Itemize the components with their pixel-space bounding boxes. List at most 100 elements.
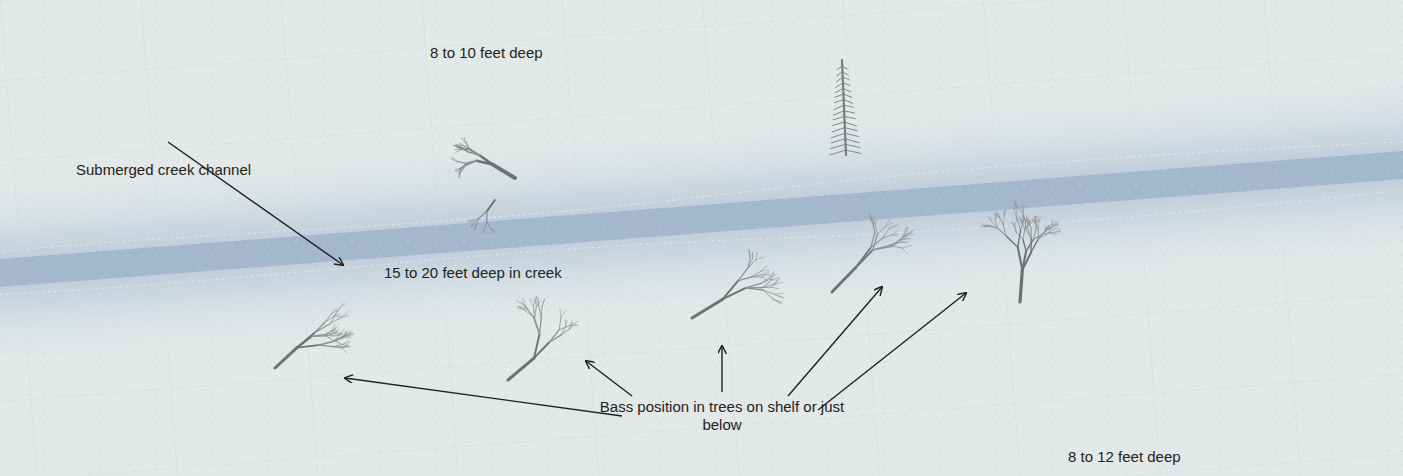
tree-branch [1015,220,1017,225]
tree-branch [846,150,862,154]
tree-branch [904,228,909,237]
tree-branch [746,283,761,288]
tree-branch [1019,217,1023,221]
tree-branch [902,245,911,248]
tree-branch [834,105,844,110]
tree-branch [833,116,844,119]
tree-branch [723,281,738,299]
tree-branch [457,161,466,163]
tree-branch [752,275,763,277]
tree-branch [1028,221,1030,224]
tree-branch [1014,226,1016,232]
tree-branch [982,225,988,227]
tree-branch [845,144,860,147]
tree-branch [343,340,349,344]
tree-branch [772,287,779,289]
tree-branch [892,236,903,246]
tree-branch [748,260,756,268]
tree-branch [1023,215,1025,221]
tree-branch [456,150,461,153]
tree-branch [723,288,746,299]
tree-branch [1022,205,1024,211]
tree-branch [452,157,457,161]
tree-branch [337,304,345,311]
tree-branch [1016,232,1023,239]
tree-branch [475,225,476,229]
tree-branch [464,138,466,143]
tree-branch [900,242,908,243]
tree-branch [459,172,461,178]
tree-branch [871,216,873,223]
tree-branch [1028,219,1030,224]
tree-branch [988,216,992,221]
tree-branch [332,332,338,334]
tree-branch [1020,270,1022,302]
tree-branch [833,122,845,126]
tree-branch [775,293,783,294]
tree-branch [343,343,349,346]
tree-branch [996,212,999,217]
tree-branch [886,220,890,226]
tree-branch [275,348,297,368]
leader-arrow [586,361,632,396]
tree-branch [560,308,561,317]
tree-branch [833,111,844,115]
tree-branch [746,288,763,290]
tree-branch [493,165,515,178]
tree-branch [1029,224,1031,230]
tree-branch [883,235,892,238]
tree-branch [845,139,859,143]
tree-branch [1011,223,1014,226]
tree-branch [559,325,570,329]
tree-branch [1039,216,1042,221]
tree-branch [845,122,857,126]
tree-branch [1048,226,1052,233]
tree-branch [1006,236,1018,247]
tree-branch [843,88,851,92]
tree-branch [1028,228,1031,238]
tree-branch [1031,230,1032,239]
tree-branch [871,238,883,248]
leader-arrow [721,346,722,392]
tree-branch [875,218,877,225]
tree-branch [901,239,911,240]
depth-label: 15 to 20 feet deep in creek [384,264,562,282]
tree-branch [756,252,758,260]
tree-branch [835,94,844,97]
tree-branch [460,148,468,152]
tree-branch [832,268,856,292]
tree-branch [836,77,842,82]
tree-branch [479,211,487,218]
tree-branch [1023,216,1025,221]
tree-branch [836,83,843,88]
tree-branch [1014,209,1016,217]
tree-branch [1014,204,1016,210]
tree-branch [761,266,767,271]
tree-branch [476,219,478,225]
tree-branch [1028,221,1030,224]
tree-branch [749,249,751,257]
tree-branch [561,310,566,316]
feature-label: Submerged creek channel [76,161,251,179]
tree-branch [466,161,476,165]
tree-branch [834,100,843,103]
tree-branch [326,336,335,341]
tree-branch [534,317,540,334]
tree-branch [343,342,351,345]
tree-branch [343,344,350,346]
tree-branch [997,227,1006,236]
tree-branch [1030,224,1032,229]
tree-branch [468,220,472,222]
tree-branch [762,273,769,277]
tree-branch [325,330,333,334]
tree-branch [333,344,343,346]
tree-branch [869,212,872,221]
tree-branch [762,271,769,275]
tree-branch [312,335,326,337]
tree-branch [297,336,312,347]
tree-branch [482,229,485,233]
tree-branch [1014,204,1016,209]
tree-branch [491,229,493,234]
tree-branch [873,215,874,222]
